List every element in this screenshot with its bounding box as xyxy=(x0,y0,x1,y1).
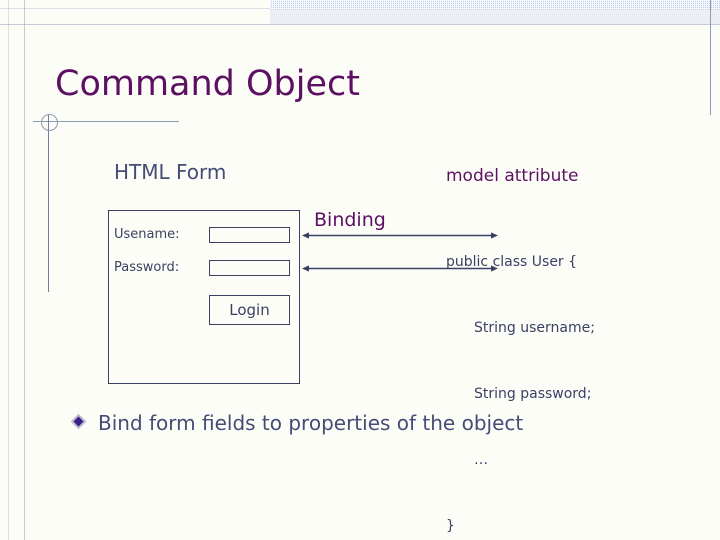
bullet-item-label: Bind form fields to properties of the ob… xyxy=(98,411,524,435)
html-form-panel xyxy=(108,210,300,384)
password-label: Password: xyxy=(114,260,180,275)
model-class-code: public class User { String username; Str… xyxy=(446,207,595,540)
code-line-password-field: String password; xyxy=(474,386,592,402)
code-line-class-decl: public class User { xyxy=(446,254,578,270)
binding-arrow-password-icon xyxy=(302,265,498,272)
circle-decoration-icon xyxy=(41,114,58,131)
bullet-item: Bind form fields to properties of the ob… xyxy=(70,410,524,436)
top-decorative-band-fade xyxy=(270,10,720,24)
binding-arrow-username-icon xyxy=(302,232,498,239)
code-line-close-brace: } xyxy=(446,518,455,534)
title-underline-rule xyxy=(33,121,179,122)
password-input[interactable] xyxy=(209,260,290,276)
model-attribute-heading: model attribute xyxy=(446,166,579,186)
binding-label: Binding xyxy=(314,209,386,231)
diamond-bullet-icon xyxy=(70,413,88,431)
slide-title: Command Object xyxy=(55,64,361,104)
code-line-ellipsis: … xyxy=(474,452,488,468)
username-input[interactable] xyxy=(209,227,290,243)
username-label: Usename: xyxy=(114,227,180,242)
login-button[interactable]: Login xyxy=(209,295,290,325)
code-line-username-field: String username; xyxy=(474,320,595,336)
form-panel-heading: HTML Form xyxy=(114,160,227,184)
right-vertical-rule xyxy=(710,0,711,115)
top-decorative-band xyxy=(270,0,720,10)
left-vertical-rule xyxy=(48,114,49,292)
